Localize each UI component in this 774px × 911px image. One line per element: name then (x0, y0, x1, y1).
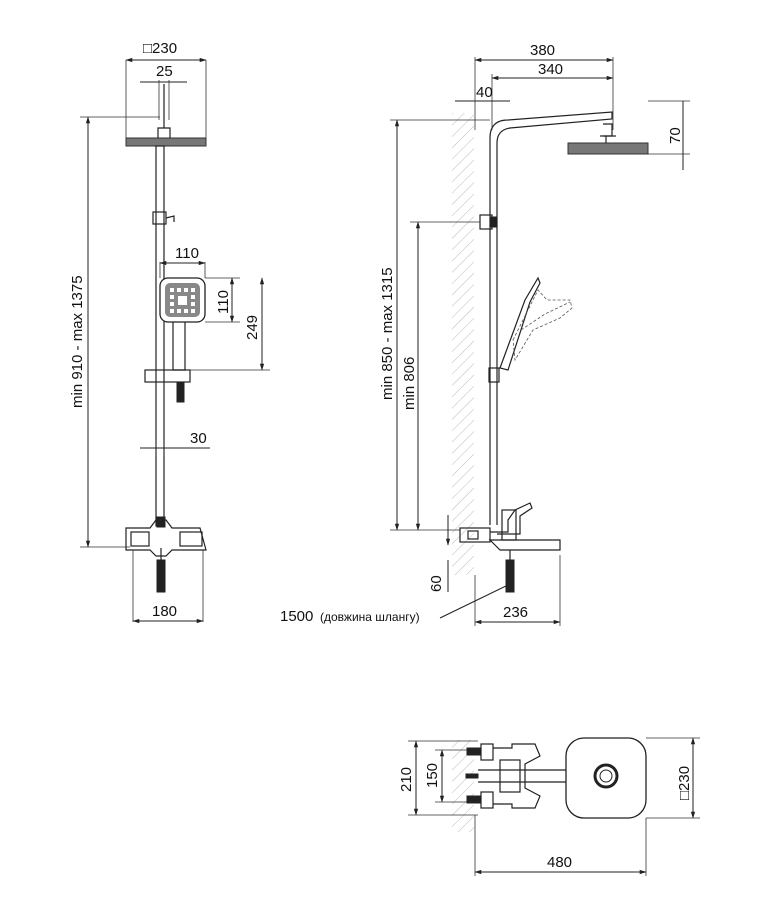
dim-side-head-height: 70 (667, 127, 684, 144)
dim-front-total-height: min 910 - max 1375 (69, 275, 86, 408)
slide-holder (144, 369, 191, 383)
dim-front-handset-width: 110 (175, 245, 199, 262)
wall (452, 113, 474, 575)
side-shower-column (489, 111, 613, 525)
side-view: 380 340 40 70 min 850 - max 1315 (280, 42, 690, 626)
dim-side-wall-offset: 40 (476, 84, 493, 101)
dim-plan-inlet-spacing: 150 (424, 763, 441, 788)
dim-front-arm-width: 25 (156, 63, 173, 80)
shower-rail (155, 145, 165, 527)
dim-side-spout-length: 236 (503, 604, 528, 621)
plan-rain-head (565, 737, 647, 819)
dim-front-rail-spacing: 30 (190, 430, 207, 447)
side-rain-head (567, 142, 649, 155)
rain-shower-head (125, 137, 207, 147)
dim-plan-total-depth: 480 (547, 854, 572, 871)
dim-side-hose-length: 1500 (280, 608, 313, 625)
side-slide-holder (488, 367, 500, 383)
side-hand-shower (499, 276, 573, 371)
front-view: □230 25 (69, 40, 270, 624)
dim-front-head-size: □230 (143, 40, 177, 57)
dim-plan-outer-width: 210 (398, 767, 415, 792)
dim-front-mixer-width: 180 (152, 603, 177, 620)
dim-front-handset-height: 110 (215, 290, 232, 314)
dim-side-bracket-height: min 850 - max 1315 (379, 267, 396, 400)
dim-side-holder-height: min 806 (401, 357, 418, 410)
plan-view: 210 150 □230 480 (398, 737, 700, 876)
dim-side-head-reach: 340 (538, 61, 563, 78)
plan-wall (452, 740, 474, 832)
dim-side-hose-note: (довжина шлангу) (320, 610, 420, 624)
hand-shower (159, 277, 206, 371)
dim-plan-head-size: □230 (676, 766, 693, 800)
mixer-body (125, 516, 207, 593)
dim-side-overall-reach: 380 (530, 42, 555, 59)
side-mixer (459, 502, 561, 593)
dim-front-handset-from-holder: 249 (244, 315, 261, 340)
dim-side-inlet-height: 60 (428, 575, 445, 592)
